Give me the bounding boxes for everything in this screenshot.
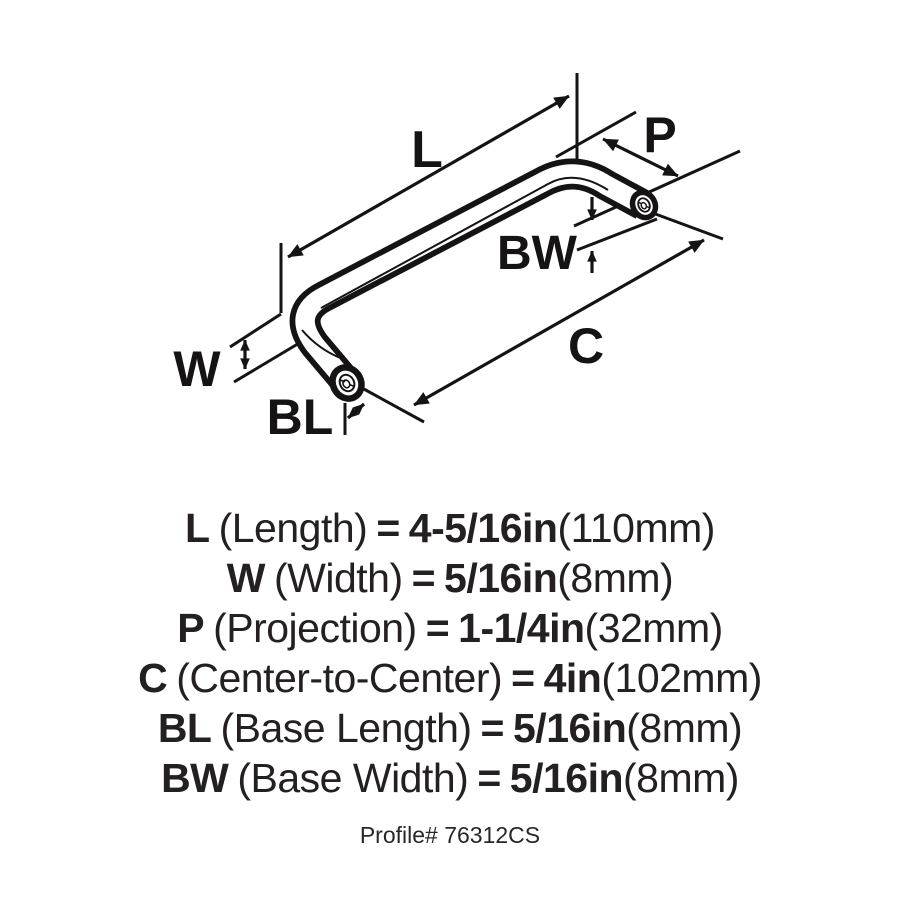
spec-symbol: BL	[157, 705, 212, 751]
screw-slot-mark	[637, 201, 643, 205]
spec-row-width: W(Width)=5/16in(8mm)	[0, 553, 900, 603]
spec-imperial-value: 5/16in	[509, 755, 624, 801]
dimension-diagram: L P BW W BL C	[173, 73, 741, 445]
ext-line-width-upper	[229, 312, 282, 349]
spec-row-center-to-center: C(Center-to-Center)=4in(102mm)	[0, 653, 900, 703]
label-center-to-center: C	[568, 318, 604, 374]
spec-imperial-value: 5/16in	[444, 555, 558, 601]
label-base-length: BL	[267, 389, 334, 445]
spec-equals: =	[477, 755, 501, 801]
spec-name: (Center-to-Center)	[176, 655, 503, 701]
spec-symbol: C	[138, 655, 168, 701]
spec-metric-value: (32mm)	[584, 605, 724, 651]
spec-symbol: BW	[161, 755, 229, 801]
spec-name: (Width)	[273, 555, 403, 601]
spec-metric-value: (110mm)	[557, 505, 715, 551]
spec-symbol: L	[185, 505, 210, 551]
center-to-center-dimension-arrow	[413, 238, 705, 407]
label-base-width: BW	[497, 227, 578, 280]
handle-body	[295, 164, 648, 391]
spec-equals: =	[480, 705, 505, 751]
label-projection: P	[643, 107, 676, 163]
ext-line-width-lower	[233, 340, 302, 384]
screw-slot-mark	[646, 205, 651, 209]
base-length-dimension-arrow	[346, 402, 366, 420]
screw-end-back	[629, 189, 659, 221]
spec-row-base-width: BW(Base Width)=5/16in(8mm)	[0, 753, 900, 803]
handle-drawing	[289, 158, 651, 395]
spec-row-projection: P(Projection)=1-1/4in(32mm)	[0, 603, 900, 653]
handle-bend-highlight	[301, 329, 344, 360]
spec-equals: =	[425, 605, 450, 651]
screw-slot-mark	[339, 379, 346, 383]
spec-metric-value: (8mm)	[557, 555, 674, 601]
spec-name: (Length)	[218, 505, 368, 551]
spec-equals: =	[511, 655, 535, 701]
profile-number: Profile# 76312CS	[359, 822, 541, 848]
spec-equals: =	[411, 555, 436, 601]
handle-highlight-line	[320, 176, 609, 309]
spec-list: L(Length)=4-5/16in(110mm) W(Width)=5/16i…	[0, 503, 900, 803]
spec-symbol: W	[226, 555, 266, 601]
spec-metric-value: (102mm)	[601, 655, 762, 701]
spec-row-length: L(Length)=4-5/16in(110mm)	[0, 503, 900, 553]
spec-imperial-value: 1-1/4in	[458, 605, 585, 651]
ext-line-base-width-lower	[576, 217, 658, 252]
screw-end-front	[329, 364, 365, 402]
spec-imperial-value: 4-5/16in	[408, 505, 558, 551]
projection-dimension-arrow	[602, 137, 679, 178]
ext-line-base-width-upper	[573, 149, 741, 228]
ext-line-center-bottom	[361, 386, 425, 424]
screw-slot-mark	[349, 383, 356, 388]
spec-row-base-length: BL(Base Length)=5/16in(8mm)	[0, 703, 900, 753]
spec-metric-value: (8mm)	[623, 755, 739, 801]
spec-symbol: P	[177, 605, 205, 651]
spec-name: (Projection)	[213, 605, 417, 651]
spec-name: (Base Width)	[237, 755, 469, 801]
label-width: W	[173, 341, 221, 397]
spec-imperial-value: 5/16in	[513, 705, 627, 751]
spec-equals: =	[376, 505, 400, 551]
spec-metric-value: (8mm)	[626, 705, 743, 751]
ext-line-center-top	[649, 210, 724, 241]
spec-name: (Base Length)	[220, 705, 472, 751]
label-length: L	[411, 121, 443, 179]
spec-imperial-value: 4in	[543, 655, 602, 701]
length-dimension-arrow	[287, 94, 570, 259]
